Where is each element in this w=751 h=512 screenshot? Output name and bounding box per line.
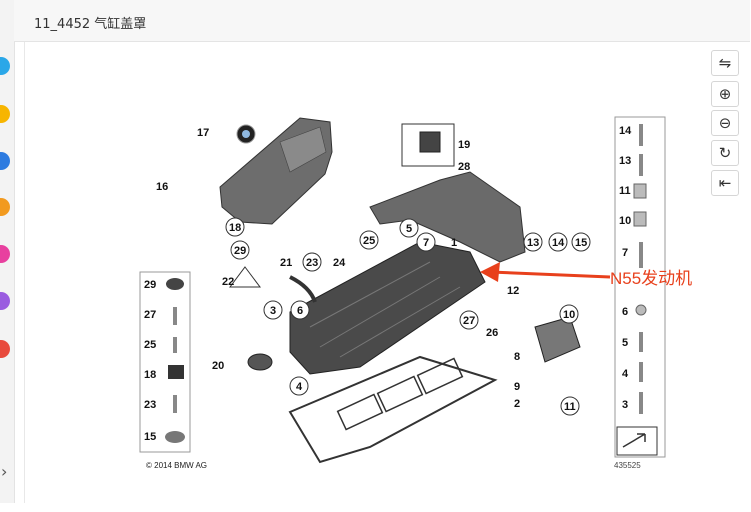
callout-17: 17: [197, 127, 209, 139]
left-label-27: 27: [144, 309, 156, 321]
right-label-4: 4: [622, 368, 629, 380]
callout-28: 28: [458, 161, 470, 173]
left-label-18: 18: [144, 369, 156, 381]
callout-21: 21: [280, 257, 292, 269]
right-label-6: 6: [622, 306, 628, 318]
swap-arrows-icon[interactable]: ⇋: [711, 50, 739, 76]
callout-18: 18: [229, 222, 241, 234]
rail-app-icon-7[interactable]: [0, 340, 10, 358]
left-label-15: 15: [144, 431, 156, 443]
annotation-label: N55发动机: [610, 269, 692, 288]
right-label-7: 7: [622, 247, 628, 259]
rotate-icon[interactable]: ↻: [711, 140, 739, 166]
callout-16: 16: [156, 181, 168, 193]
rail-app-icon-3[interactable]: [0, 152, 10, 170]
parts-diagram: 18 29 17 16 19 28 25 5 7 1 13 14 15 12 2…: [139, 116, 692, 470]
callout-8: 8: [514, 351, 520, 363]
callout-19: 19: [458, 139, 470, 151]
diagram-id: 435525: [614, 461, 641, 470]
right-label-5: 5: [622, 337, 628, 349]
left-label-25: 25: [144, 339, 156, 351]
left-label-23: 23: [144, 399, 156, 411]
callout-22: 22: [222, 276, 234, 288]
callout-6: 6: [297, 305, 303, 317]
zoom-out-icon[interactable]: ⊖: [711, 110, 739, 136]
callout-10: 10: [563, 309, 575, 321]
left-label-29: 29: [144, 279, 156, 291]
rail-app-icon-5[interactable]: [0, 245, 10, 263]
expand-chevron-icon[interactable]: ›: [1, 462, 8, 481]
callout-7: 7: [423, 237, 429, 249]
callout-27: 27: [463, 315, 475, 327]
annotation-arrow: [489, 270, 611, 279]
callout-1: 1: [451, 237, 457, 249]
rail-app-icon-2[interactable]: [0, 105, 10, 123]
callout-13: 13: [527, 237, 539, 249]
zoom-in-icon[interactable]: ⊕: [711, 81, 739, 107]
cover-gasket: [288, 355, 498, 464]
callout-26: 26: [486, 327, 498, 339]
callout-23: 23: [306, 257, 318, 269]
right-label-11: 11: [619, 185, 631, 197]
collapse-icon[interactable]: ⇤: [711, 170, 739, 196]
callout-24: 24: [333, 257, 346, 269]
rail-app-icon-1[interactable]: [0, 57, 10, 75]
callout-11: 11: [564, 401, 576, 413]
callout-25: 25: [363, 235, 375, 247]
page-title: 11_4452 气缸盖罩: [34, 17, 147, 32]
right-label-3: 3: [622, 399, 628, 411]
rail-app-icon-4[interactable]: [0, 198, 10, 216]
callout-4: 4: [296, 381, 303, 393]
callout-2: 2: [514, 398, 520, 410]
callout-3: 3: [270, 305, 276, 317]
left-rail: ›: [0, 0, 15, 503]
rail-app-icon-6[interactable]: [0, 292, 10, 310]
callout-14: 14: [552, 237, 565, 249]
callout-15: 15: [575, 237, 587, 249]
copyright-text: © 2014 BMW AG: [146, 461, 207, 470]
callout-5: 5: [406, 223, 412, 235]
right-label-13: 13: [619, 155, 631, 167]
callout-20: 20: [212, 360, 224, 372]
callout-29: 29: [234, 245, 246, 257]
rear-cover: [369, 171, 526, 263]
right-label-14: 14: [619, 125, 632, 137]
callout-12: 12: [507, 285, 519, 297]
right-label-10: 10: [619, 215, 631, 227]
callout-9: 9: [514, 381, 520, 393]
title-bar: 11_4452 气缸盖罩: [14, 0, 750, 42]
